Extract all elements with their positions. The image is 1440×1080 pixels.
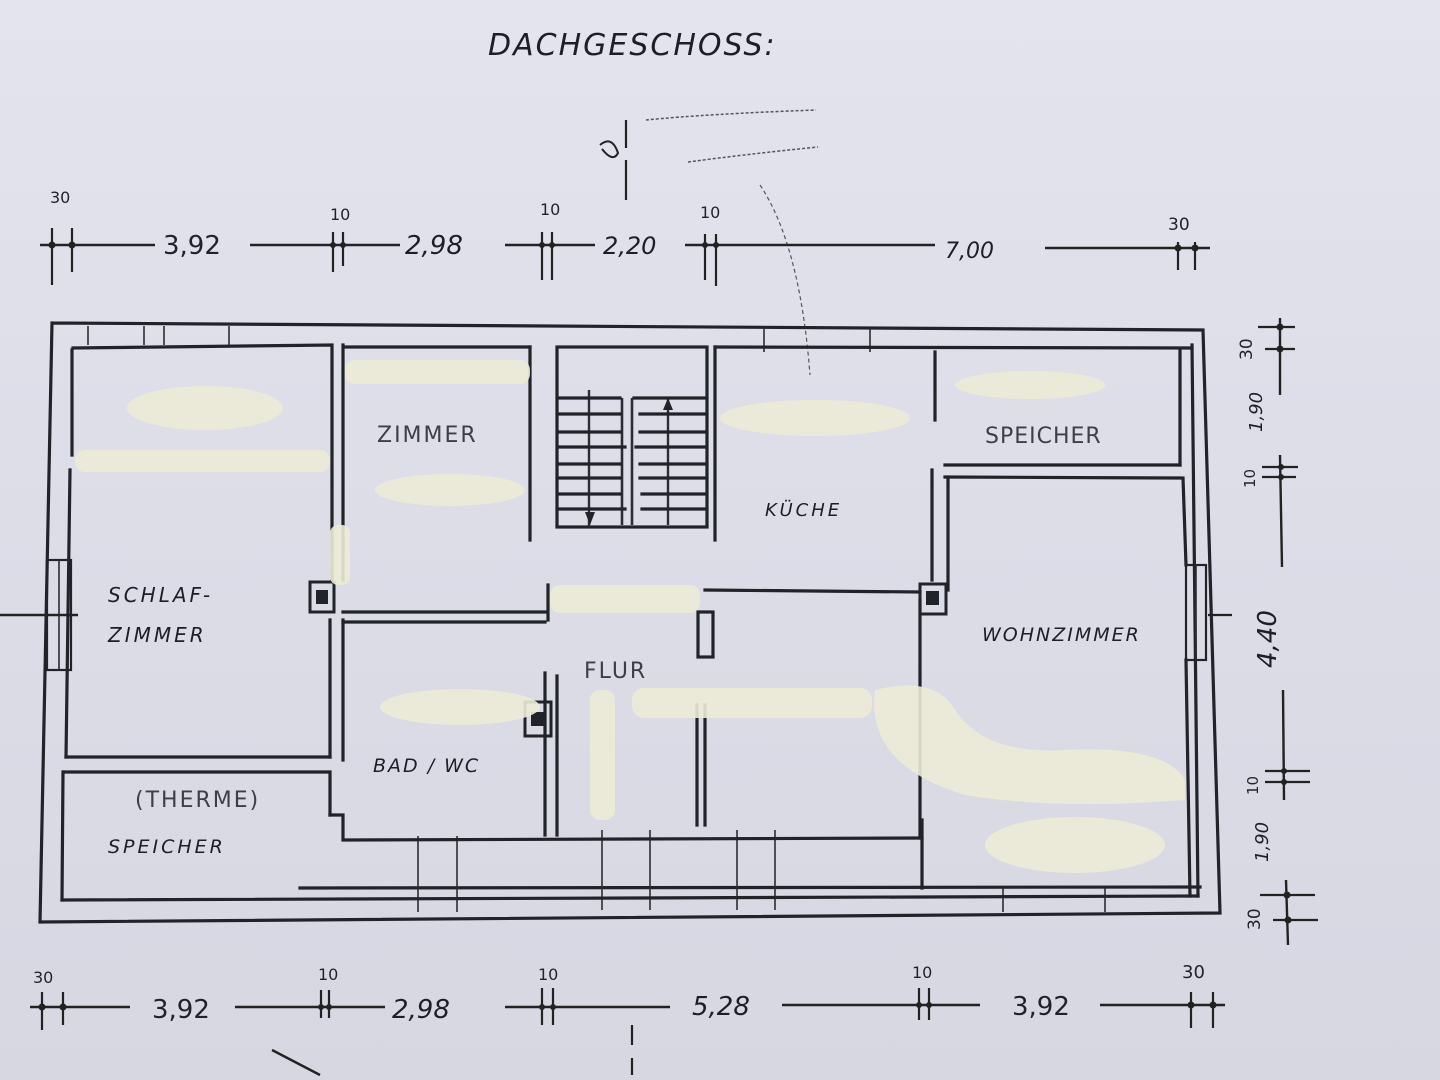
dim-top-seg3: 2,20 — [603, 232, 656, 260]
staircase — [558, 390, 707, 527]
room-label-flur: FLUR — [584, 659, 647, 684]
dim-top-wall2: 10 — [330, 205, 350, 224]
dim-bottom-seg3: 5,28 — [692, 992, 750, 1022]
dim-top-wall4: 10 — [700, 203, 720, 222]
window-right — [1184, 563, 1208, 662]
plan-title: DACHGESCHOSS: — [488, 28, 777, 63]
room-label-zimmer: ZIMMER — [377, 423, 478, 448]
dim-top-wall-right: 30 — [1168, 215, 1190, 235]
room-label-speicher-right: SPEICHER — [985, 424, 1102, 449]
dim-bottom-seg1: 3,92 — [152, 995, 210, 1025]
window-left — [45, 558, 73, 672]
room-label-speicher-left: SPEICHER — [108, 836, 226, 858]
room-label-therme: (THERME) — [135, 788, 260, 813]
dim-right-wall2: 10 — [1241, 469, 1259, 488]
dim-right-wall-bottom: 30 — [1245, 908, 1265, 930]
dim-bottom-wall4: 10 — [912, 963, 932, 982]
stair-up-arrow-icon — [663, 398, 673, 410]
stair-down-arrow-icon — [585, 512, 595, 525]
dim-bottom-wall-left: 30 — [33, 968, 53, 987]
dim-top-seg1: 3,92 — [163, 231, 221, 261]
outer-walls — [38, 321, 1222, 924]
dim-bottom-seg4: 3,92 — [1012, 992, 1070, 1022]
chimney-icon — [308, 580, 948, 738]
dimension-line-top — [40, 228, 1210, 286]
room-label-schlafzimmer-2: ZIMMER — [107, 623, 207, 647]
room-label-bad-wc: BAD / WC — [373, 755, 480, 777]
dim-bottom-wall3: 10 — [538, 965, 558, 984]
dim-top-wall3: 10 — [540, 200, 560, 219]
inner-walls — [60, 343, 1200, 902]
dim-bottom-wall2: 10 — [318, 965, 338, 984]
dim-right-wall3: 10 — [1244, 776, 1262, 795]
dim-bottom-seg2: 2,98 — [392, 995, 450, 1025]
dim-right-seg3: 1,90 — [1252, 822, 1273, 862]
room-label-wohnzimmer: WOHNZIMMER — [982, 624, 1141, 646]
room-label-schlafzimmer-1: SCHLAF- — [108, 583, 213, 607]
dimension-line-right — [1208, 318, 1318, 946]
dim-right-seg1: 1,90 — [1246, 392, 1267, 432]
dimension-line-bottom — [30, 988, 1225, 1077]
dim-right-seg2: 4,40 — [1253, 610, 1283, 668]
correction-fluid-marks — [75, 360, 1185, 873]
dim-bottom-wall-right: 30 — [1182, 962, 1205, 983]
handwritten-note-mark — [599, 109, 819, 376]
room-label-kueche: KÜCHE — [765, 499, 842, 521]
dim-right-wall-top: 30 — [1237, 338, 1257, 360]
dim-top-seg2: 2,98 — [405, 231, 463, 261]
dim-top-seg4: 7,00 — [945, 239, 994, 264]
dim-top-wall-left: 30 — [50, 188, 70, 207]
